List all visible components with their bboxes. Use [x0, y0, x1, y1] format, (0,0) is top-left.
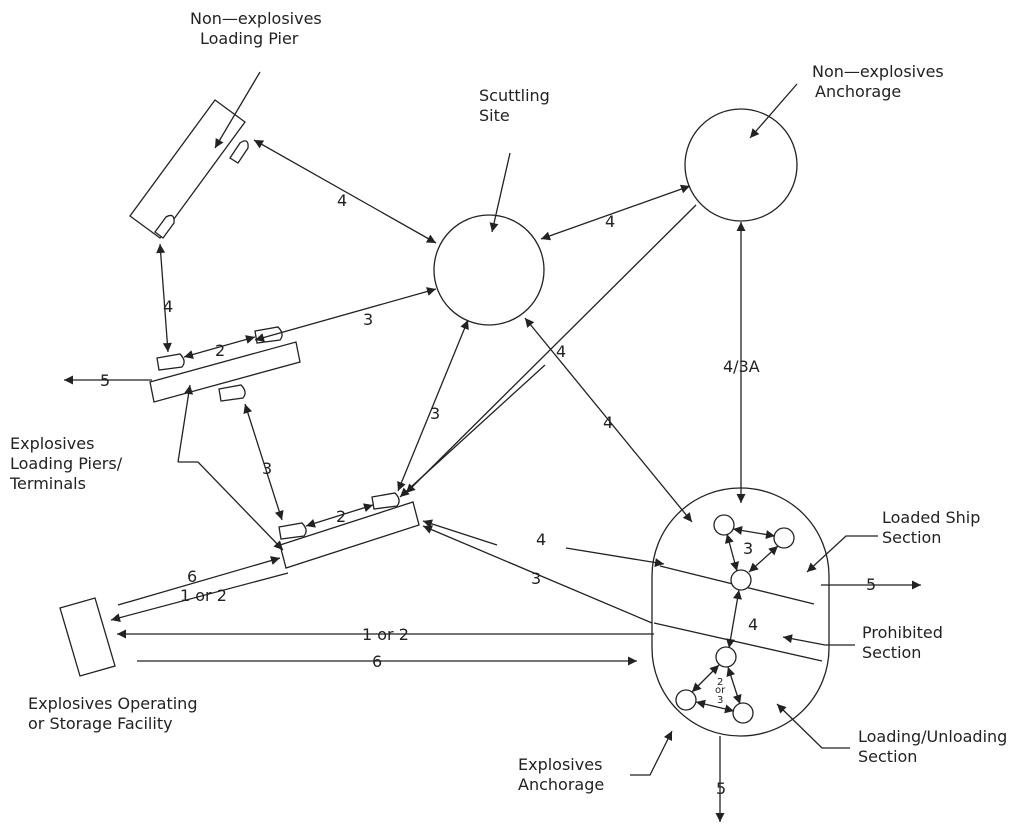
berth-circle: [730, 569, 752, 591]
scuttling-to-anchorage-arrow: [540, 184, 691, 241]
berth-arrow: [748, 545, 779, 573]
scuttling-to-lower-terminal-arrow: [397, 319, 469, 492]
terminal-to-terminal-arrow: [243, 403, 284, 521]
distance-label: 4: [603, 413, 613, 432]
terminal-ship-icon: [371, 492, 400, 510]
anchorage-to-lower-terminal-arrow: [405, 204, 697, 494]
anchorage-to-lower-terminal-arrow: [422, 519, 498, 546]
anchorage-to-lower-terminal-arrow: [399, 364, 546, 498]
pier-to-terminal-arrow: [156, 243, 172, 353]
distance-label: 3: [430, 404, 440, 423]
distance-label: 4/3A: [723, 357, 760, 376]
distance-label: 1 or 2: [362, 625, 409, 644]
explosives-piers-label-pointer: [178, 461, 284, 551]
terminal-to-scuttling-arrow: [254, 287, 437, 342]
distance-label: 4: [163, 297, 173, 316]
terminal-ship-icon: [156, 353, 185, 371]
non-explosives-anchorage: [684, 108, 798, 222]
distance-label: 2: [336, 507, 346, 526]
berth-circle: [715, 646, 737, 668]
facility-to-terminal-arrow: [117, 556, 281, 606]
terminal-ship-icon: [254, 326, 283, 344]
distance-label: 6: [187, 567, 197, 586]
explosives-anchorage-label-pointer: [630, 730, 673, 776]
distance-label: 4: [556, 342, 566, 361]
anchorage-label-pointer: [749, 83, 798, 139]
scuttling-site: [433, 214, 545, 326]
berth-arrow: [725, 533, 739, 572]
lower-terminal-to-anchorage-arrow: [565, 547, 665, 567]
distance-label: 4: [748, 615, 758, 634]
scuttling-to-explosives-anchorage-arrow: [524, 317, 693, 523]
distance-label: 3: [717, 695, 723, 706]
terminal-ships-arrow: [183, 335, 256, 359]
prohibited-label-pointer: [782, 634, 855, 646]
berth-circle: [675, 689, 697, 711]
distance-label: 3: [262, 459, 272, 478]
distance-label: 3: [531, 569, 541, 588]
distance-label: 2: [215, 341, 225, 360]
anchorage-to-lower-terminal-arrow: [422, 525, 653, 624]
pier-label-pointer: [214, 71, 261, 149]
distance-label: 4: [337, 191, 347, 210]
berth-arrow: [726, 589, 742, 649]
pier-ship-icon: [229, 140, 249, 164]
berth-arrow: [695, 699, 735, 714]
berth-arrow: [726, 666, 742, 705]
distance-label: 4: [536, 530, 546, 549]
berth-circle: [732, 702, 754, 724]
non-explosives-loading-pier: [129, 99, 246, 239]
berth-arrow: [732, 526, 776, 539]
lower-terminal-ships-arrow: [305, 503, 374, 528]
distance-label: 6: [372, 652, 382, 671]
distance-label: 2: [717, 677, 723, 688]
berth-circle: [773, 527, 795, 549]
distance-label: 1 or 2: [180, 586, 227, 605]
distance-label: 4: [605, 212, 615, 231]
explosives-storage-facility: [59, 597, 116, 677]
pier-to-scuttling-arrow: [253, 139, 437, 244]
berth-circle: [713, 514, 735, 536]
loading-label-pointer: [776, 703, 850, 749]
distance-label: 5: [866, 575, 876, 594]
berth-arrow: [691, 664, 720, 693]
explosives-piers-label-pointer: [177, 384, 194, 463]
terminal-ship-icon: [278, 522, 307, 540]
pier-ship-icon: [154, 214, 175, 239]
terminal-ship-icon: [218, 384, 246, 402]
distance-label: 3: [363, 310, 373, 329]
distance-label: 5: [100, 371, 110, 390]
loaded-ship-label-pointer: [806, 535, 878, 573]
distance-label: or: [715, 685, 726, 696]
terminal-to-facility-arrow: [110, 572, 289, 623]
distance-label: 5: [716, 779, 726, 798]
scuttling-label-pointer: [489, 152, 511, 233]
distance-label: 3: [743, 539, 753, 558]
